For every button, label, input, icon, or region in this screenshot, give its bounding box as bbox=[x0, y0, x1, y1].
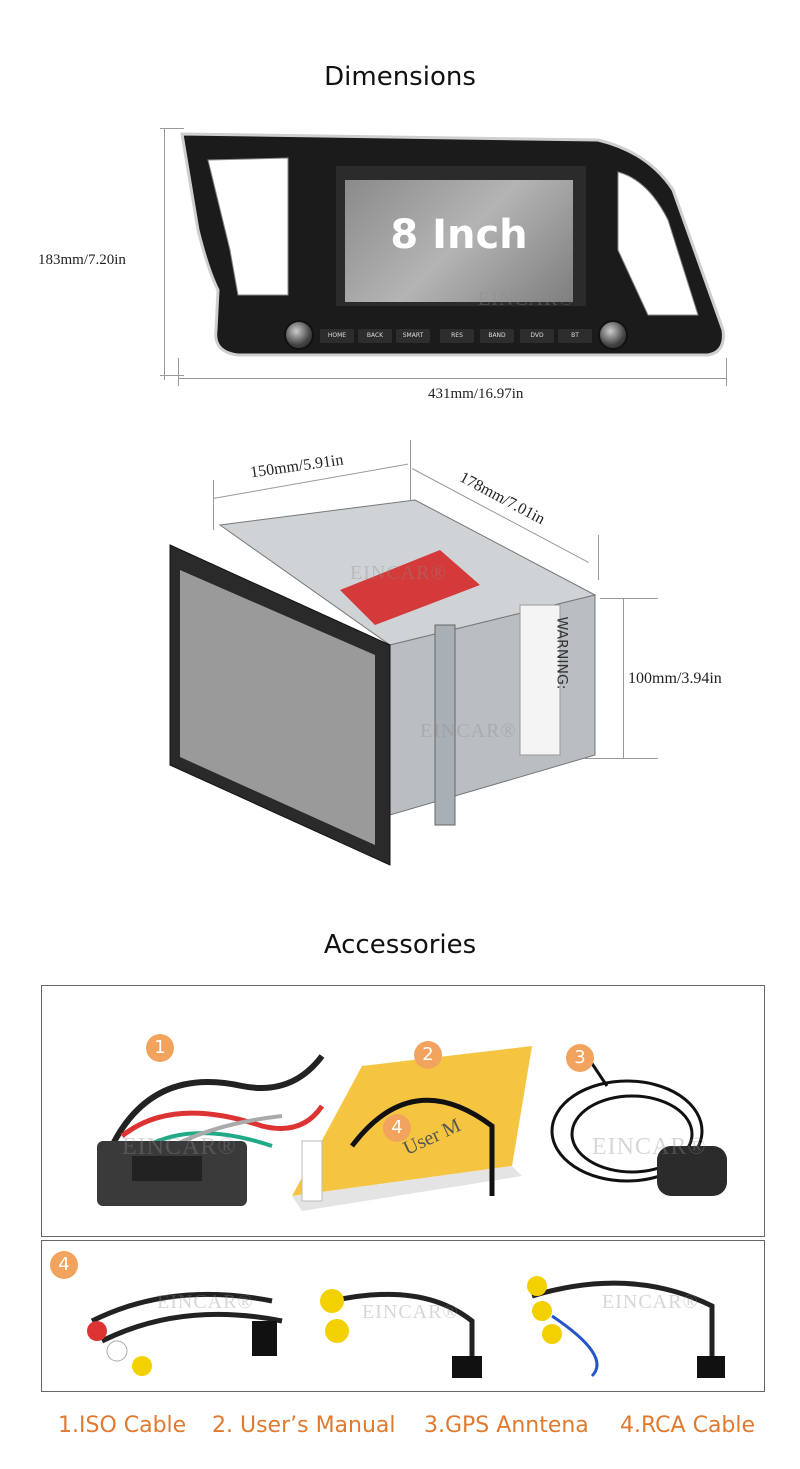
width-tick-right bbox=[410, 440, 411, 500]
screen-size-label: 8 Inch bbox=[390, 212, 528, 258]
watermark-4: EINCAR® bbox=[362, 1301, 459, 1323]
width-tick-left bbox=[178, 358, 179, 386]
warning-label: WARNING: bbox=[553, 616, 570, 690]
height-label: 183mm/7.20in bbox=[38, 252, 126, 268]
badge-iso-cable: 1 bbox=[146, 1034, 174, 1062]
bt-button[interactable]: BT bbox=[558, 329, 592, 343]
watermark-top: EINCAR® bbox=[350, 562, 447, 584]
width-tick-right bbox=[726, 358, 727, 386]
iso-cable-image bbox=[97, 1054, 325, 1206]
width-dimension-line bbox=[178, 378, 726, 379]
badge-gps-antenna: 3 bbox=[566, 1044, 594, 1072]
accessories-panel-bottom: 4 EINCAR® EINCAR® EINCAR® bbox=[41, 1240, 765, 1392]
volume-knob[interactable] bbox=[284, 320, 314, 350]
height-label: 100mm/3.94in bbox=[628, 670, 722, 687]
caption-rca-cable: 4.RCA Cable bbox=[620, 1413, 756, 1438]
badge-user-manual: 2 bbox=[414, 1041, 442, 1069]
height-tick-bottom bbox=[585, 758, 658, 759]
width-label: 431mm/16.97in bbox=[428, 386, 524, 402]
front-view: 183mm/7.20in 431mm/16.97in 8 Inch EINCAR… bbox=[0, 120, 800, 402]
height-tick-top bbox=[600, 598, 658, 599]
watermark-2: EINCAR® bbox=[592, 1134, 707, 1160]
badge-rca-cable: 4 bbox=[50, 1251, 78, 1279]
rca-cable-image-3 bbox=[527, 1276, 725, 1378]
res-button[interactable]: RES bbox=[440, 329, 474, 343]
depth-tick bbox=[598, 535, 599, 580]
accessories-panel-top: 1 User M 2 4 3 EINCAR® EINCAR® bbox=[41, 985, 765, 1237]
dimensions-heading: Dimensions bbox=[324, 62, 476, 92]
band-button[interactable]: BAND bbox=[480, 329, 514, 343]
badge-rca-cable-small: 4 bbox=[383, 1114, 411, 1142]
caption-user-manual: 2. User’s Manual bbox=[212, 1413, 396, 1438]
caption-iso-cable: 1.ISO Cable bbox=[58, 1413, 187, 1438]
seek-knob[interactable] bbox=[598, 320, 628, 350]
height-dimension-line bbox=[164, 128, 165, 380]
back-button[interactable]: BACK bbox=[358, 329, 392, 343]
watermark-bottom: EINCAR® bbox=[420, 720, 517, 742]
watermark-1: EINCAR® bbox=[122, 1134, 237, 1160]
home-button[interactable]: HOME bbox=[320, 329, 354, 343]
screen bbox=[345, 180, 573, 302]
rca-cable-image-1 bbox=[87, 1291, 283, 1376]
rca-cable-image-2 bbox=[320, 1289, 482, 1378]
watermark-3: EINCAR® bbox=[157, 1291, 254, 1313]
gps-antenna-image bbox=[550, 1056, 727, 1196]
watermark: EINCAR® bbox=[478, 288, 575, 310]
height-tick-bottom bbox=[160, 375, 184, 376]
smart-button[interactable]: SMART bbox=[396, 329, 430, 343]
user-manual-image bbox=[292, 1046, 532, 1211]
watermark-5: EINCAR® bbox=[602, 1291, 699, 1313]
height-dimension-line bbox=[623, 598, 624, 758]
dvd-button[interactable]: DVD bbox=[520, 329, 554, 343]
chassis-drawing bbox=[169, 499, 597, 866]
caption-gps-antenna: 3.GPS Anntena bbox=[424, 1413, 589, 1438]
height-tick-top bbox=[160, 128, 184, 129]
accessories-heading: Accessories bbox=[323, 930, 477, 960]
side-view: 150mm/5.91in 178mm/7.01in 100mm/3.94in W… bbox=[0, 440, 800, 900]
width-tick-left bbox=[213, 480, 214, 530]
